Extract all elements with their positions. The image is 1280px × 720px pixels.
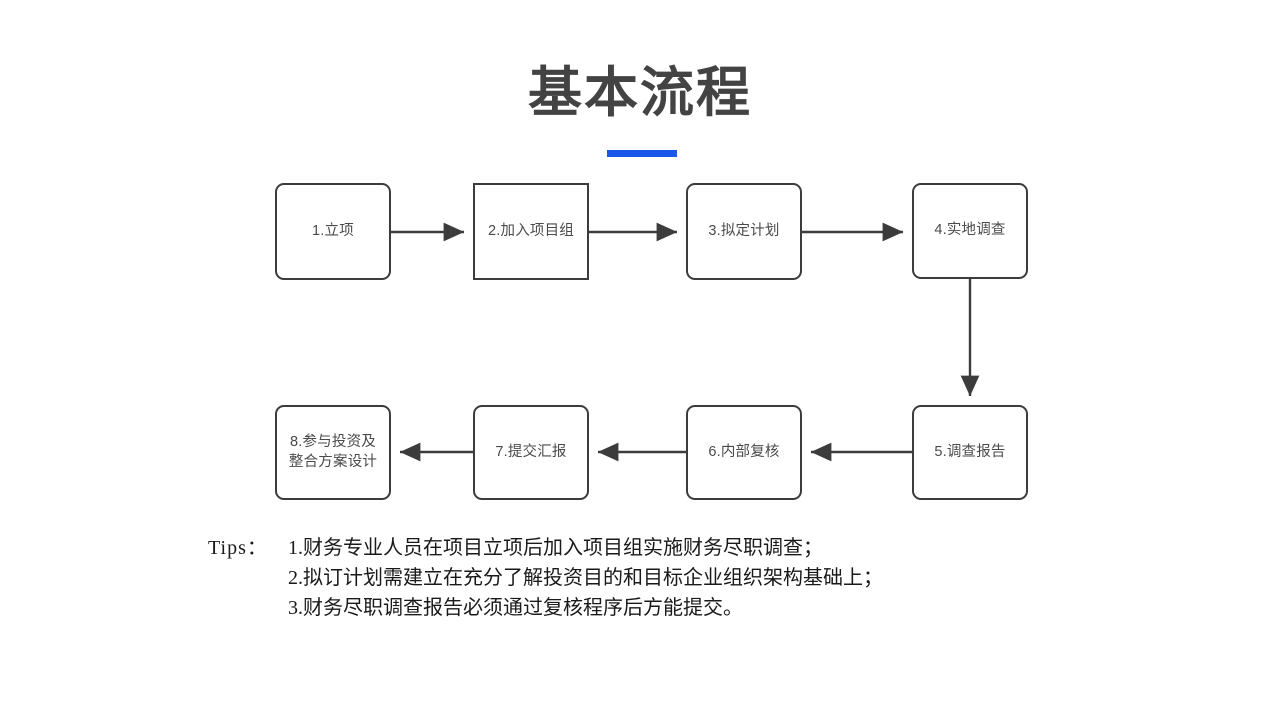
tips-row-3: 3.财务尽职调查报告必须通过复核程序后方能提交。: [208, 593, 883, 623]
flow-node-2-label: 2.加入项目组: [488, 222, 574, 239]
flow-node-2[interactable]: 2.加入项目组: [473, 183, 589, 280]
flow-node-1[interactable]: 1.立项: [275, 183, 391, 280]
flow-node-8-label: 8.参与投资及 整合方案设计: [288, 433, 378, 470]
tips-row-1: Tips： 1.财务专业人员在项目立项后加入项目组实施财务尽职调查；: [208, 533, 883, 563]
flow-node-3[interactable]: 3.拟定计划: [686, 183, 802, 280]
flow-node-4-label: 4.实地调查: [934, 222, 1006, 239]
tips-item-2: 2.拟订计划需建立在充分了解投资目的和目标企业组织架构基础上；: [288, 567, 883, 589]
tips-indent-spacer: [208, 593, 288, 623]
flow-node-5-label: 5.调查报告: [934, 443, 1006, 460]
flow-node-6-label: 6.内部复核: [708, 443, 780, 460]
flow-node-7-label: 7.提交汇报: [495, 443, 567, 460]
flow-node-8[interactable]: 8.参与投资及 整合方案设计: [275, 405, 391, 500]
flow-node-6[interactable]: 6.内部复核: [686, 405, 802, 500]
tips-item-1: 1.财务专业人员在项目立项后加入项目组实施财务尽职调查；: [288, 537, 823, 559]
tips-row-2: 2.拟订计划需建立在充分了解投资目的和目标企业组织架构基础上；: [208, 563, 883, 593]
flow-node-1-label: 1.立项: [312, 222, 354, 239]
page-title: 基本流程: [528, 63, 752, 123]
flow-node-3-label: 3.拟定计划: [708, 222, 780, 239]
flow-node-4[interactable]: 4.实地调查: [912, 183, 1028, 279]
title-underline-accent: [607, 150, 677, 157]
flow-node-7[interactable]: 7.提交汇报: [473, 405, 589, 500]
flow-node-5[interactable]: 5.调查报告: [912, 405, 1028, 500]
tips-indent-spacer: [208, 563, 288, 593]
tips-block: Tips： 1.财务专业人员在项目立项后加入项目组实施财务尽职调查； 2.拟订计…: [208, 533, 883, 623]
tips-item-3: 3.财务尽职调查报告必须通过复核程序后方能提交。: [288, 597, 743, 619]
tips-label: Tips：: [208, 537, 268, 559]
